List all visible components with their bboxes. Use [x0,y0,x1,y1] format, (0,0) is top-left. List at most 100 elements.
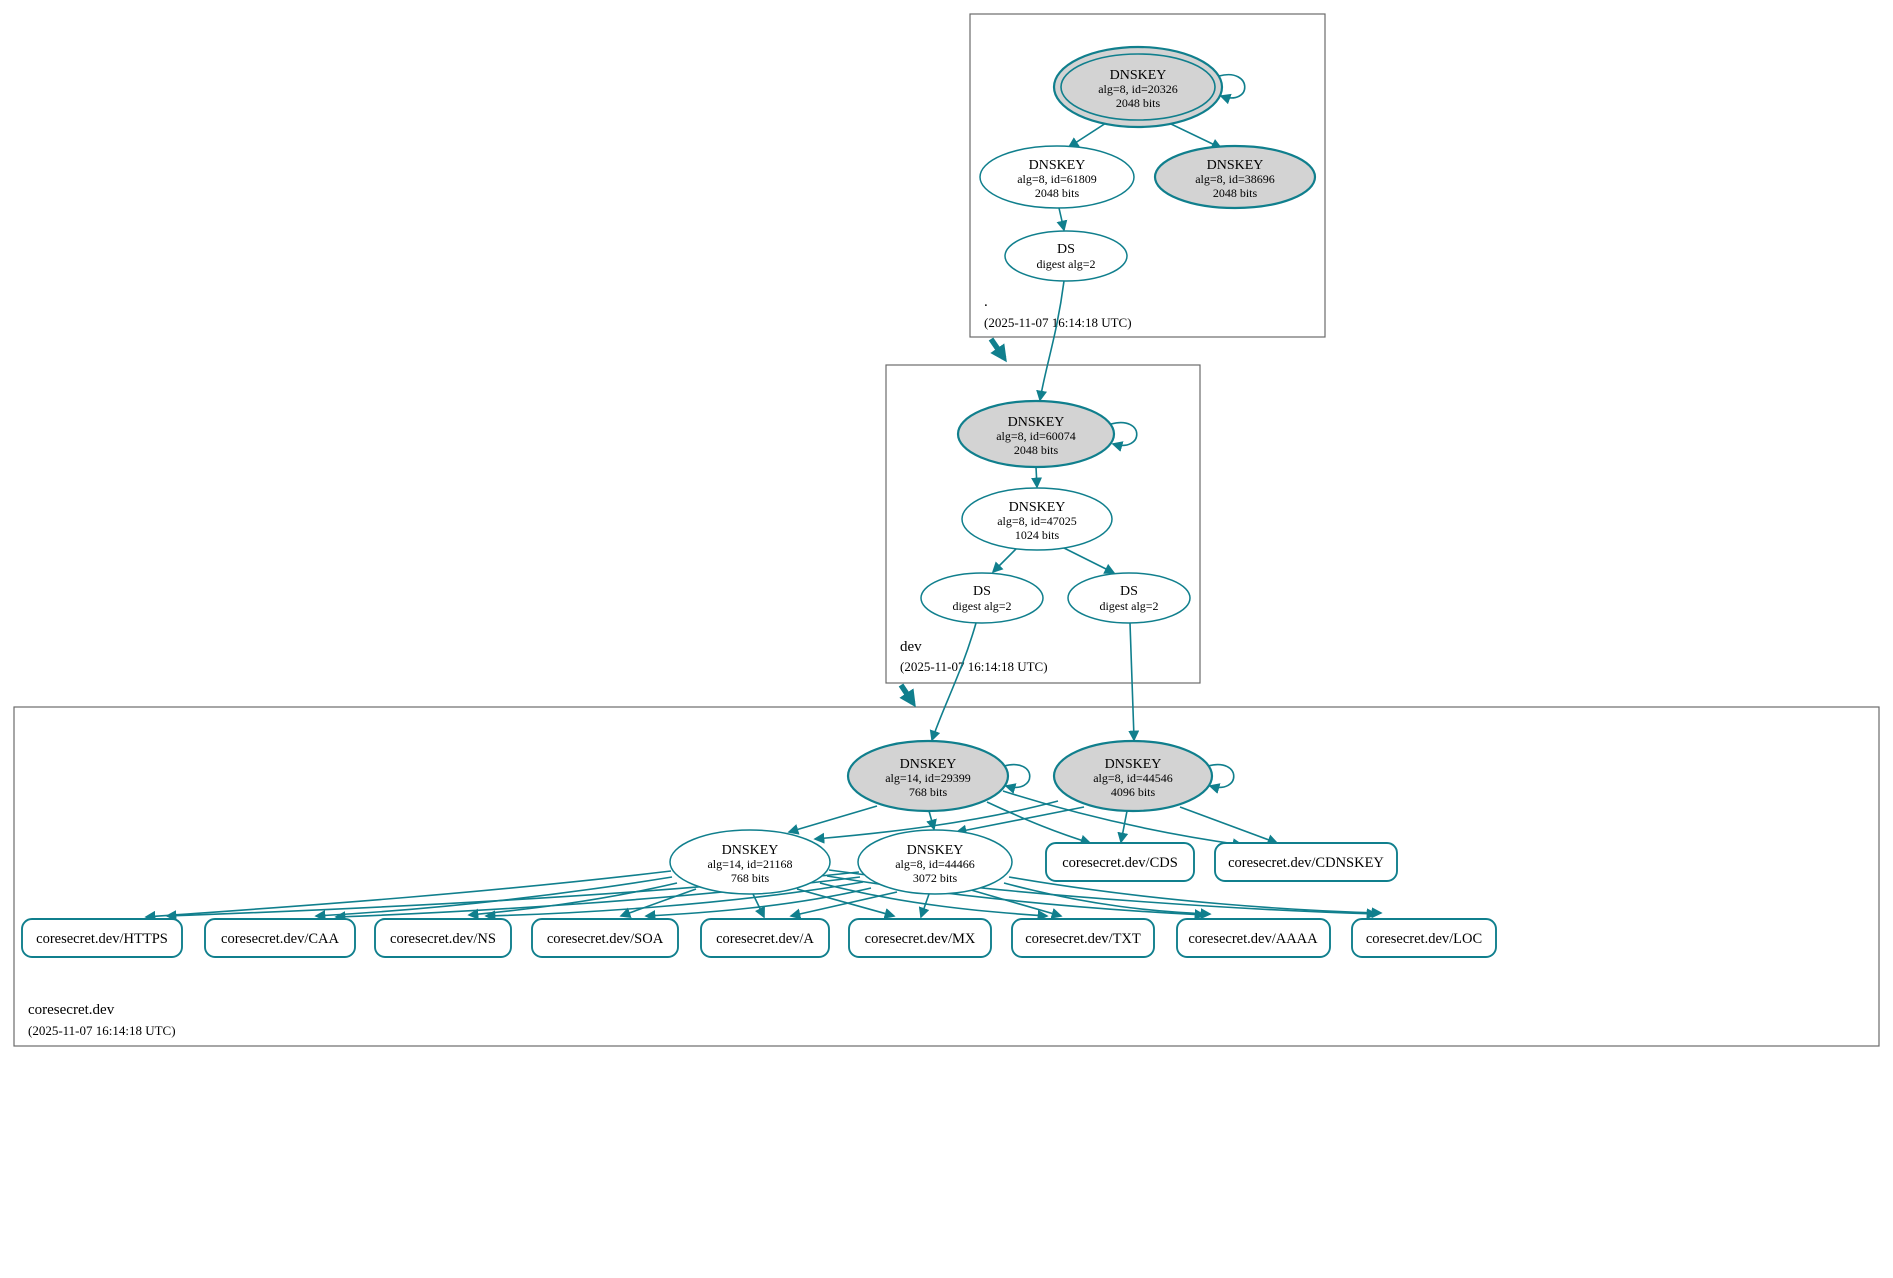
node-cs-zsk2-shape [857,829,1013,895]
edge-cs-ksk1-to-zsk1 [787,805,878,835]
edge-cs-zsk1-to-mx [796,888,896,919]
edge-cs-zsk2-to-soa [644,887,872,922]
edge-dev-ds1-to-cs-ksk1 [929,622,977,742]
rrset-label: coresecret.dev/A [716,931,814,947]
node-detail: 4096 bits [1111,785,1156,799]
edge-dev-ksk-selfsign [1110,421,1138,452]
edge-dev-zsk-to-ds2 [1061,546,1116,574]
rrset-caa-box [204,918,356,958]
node-detail: digest alg=2 [1036,257,1095,271]
zone-coresecret-label: coresecret.dev [28,1002,115,1018]
node-detail: 2048 bits [1014,443,1059,457]
edge-root-ksk-to-ksk2 [1170,123,1223,149]
rrset-label: coresecret.dev/AAAA [1188,931,1318,947]
node-dev-ksk: DNSKEY alg=8, id=60074 2048 bits [956,399,1116,469]
edge-cs-zsk2-to-aaaa [1003,882,1212,920]
node-detail: alg=8, id=38696 [1195,172,1275,186]
node-detail: 2048 bits [1116,96,1161,110]
node-label: DS [973,584,991,599]
node-label: DNSKEY [1029,158,1086,173]
rrset-label: coresecret.dev/TXT [1025,931,1141,947]
node-detail: alg=8, id=44466 [895,857,975,871]
rrset-soa-box [531,918,679,958]
edge-root-ds-to-dev-ksk [1036,280,1065,402]
node-root-ds-shape [1004,230,1128,282]
rrset-label: coresecret.dev/MX [865,931,976,947]
node-root-zsk: DNSKEY alg=8, id=61809 2048 bits [979,145,1135,209]
edge-cs-zsk2-to-mx [918,893,930,919]
node-cs-ksk2-shape [1052,739,1214,813]
edge-cs-ksk1-to-cdnskey [1002,790,1244,850]
node-detail: alg=14, id=21168 [707,857,792,871]
node-dev-ds2: DS digest alg=2 [1067,572,1191,624]
edge-cs-zsk1-to-soa [619,888,697,919]
edge-root-ksk-to-zsk [1067,122,1107,148]
rrset-label: coresecret.dev/LOC [1366,931,1482,947]
zone-root-border [969,13,1326,338]
node-detail: 2048 bits [1213,186,1258,200]
rrset-a-box [700,918,830,958]
edge-dev-zsk-to-ds1 [991,547,1018,574]
node-detail: alg=14, id=29399 [885,771,971,785]
rrset-caa: coresecret.dev/CAA [204,918,356,958]
node-label: DNSKEY [1105,757,1162,772]
zone-dev-border [885,364,1201,684]
rrset-mx: coresecret.dev/MX [848,918,992,958]
zone-dev-box: dev (2025-11-07 16:14:18 UTC) [885,364,1201,684]
node-cs-ksk2: DNSKEY alg=8, id=44546 4096 bits [1052,739,1214,813]
edge-cs-zsk2-to-a [789,891,898,920]
edge-root-ksk-selfsign [1218,73,1246,105]
node-dev-zsk-shape [961,487,1113,551]
rrset-aaaa: coresecret.dev/AAAA [1176,918,1331,958]
zone-coresecret-box: coresecret.dev (2025-11-07 16:14:18 UTC) [13,706,1880,1047]
node-label: DS [1120,584,1138,599]
node-label: DNSKEY [1207,158,1264,173]
rrset-label: coresecret.dev/HTTPS [36,931,168,947]
node-cs-zsk1: DNSKEY alg=14, id=21168 768 bits [669,829,831,895]
node-detail: alg=8, id=47025 [997,514,1077,528]
edge-cs-ksk2-to-zsk1 [813,800,1059,844]
edge-delegation-root-to-dev [988,337,1007,363]
node-cs-ksk1-shape [846,739,1010,813]
node-detail: alg=8, id=61809 [1017,172,1097,186]
rrset-cds-box [1045,842,1195,882]
edge-root-zsk-to-ds [1056,207,1068,232]
rrset-ns: coresecret.dev/NS [374,918,512,958]
rrset-loc: coresecret.dev/LOC [1351,918,1497,958]
node-dev-ds1: DS digest alg=2 [920,572,1044,624]
edge-cs-zsk1-to-https [144,870,672,922]
rrset-loc-box [1351,918,1497,958]
edge-cs-ksk2-to-zsk2 [955,806,1085,836]
node-label: DNSKEY [1110,68,1167,83]
node-root-ksk-shape [1052,45,1224,129]
rrset-label: coresecret.dev/CDS [1062,855,1178,871]
edge-cs-ksk1-to-cds [986,801,1092,846]
edge-cs-ksk2-selfsign [1207,763,1235,794]
edge-cs-ksk1-selfsign [1003,763,1031,794]
rrset-label: coresecret.dev/SOA [547,931,664,947]
rrset-cds: coresecret.dev/CDS [1045,842,1195,882]
node-label: DNSKEY [1008,415,1065,430]
zone-coresecret-border [13,706,1880,1047]
rrset-aaaa-box [1176,918,1331,958]
node-detail: digest alg=2 [952,599,1011,613]
node-detail: 768 bits [731,871,770,885]
rrset-label: coresecret.dev/CDNSKEY [1228,855,1384,871]
node-root-ksk: DNSKEY alg=8, id=20326 2048 bits [1052,45,1224,129]
rrset-https-box [21,918,183,958]
edge-cs-zsk2-to-ns [484,881,864,922]
node-label: DNSKEY [907,843,964,858]
edge-cs-zsk2-to-txt [970,889,1063,919]
node-dev-ksk-shape [956,399,1116,469]
node-root-zsk-shape [979,145,1135,209]
node-cs-zsk1-shape [669,829,831,895]
node-detail: alg=8, id=44546 [1093,771,1173,785]
zone-dev-label: dev [900,639,922,655]
rrset-label: coresecret.dev/NS [390,931,496,947]
rrset-txt-box [1011,918,1155,958]
edge-cs-zsk1-to-txt [819,882,1049,921]
node-dev-ds2-shape [1067,572,1191,624]
zone-dev-timestamp: (2025-11-07 16:14:18 UTC) [900,659,1048,674]
